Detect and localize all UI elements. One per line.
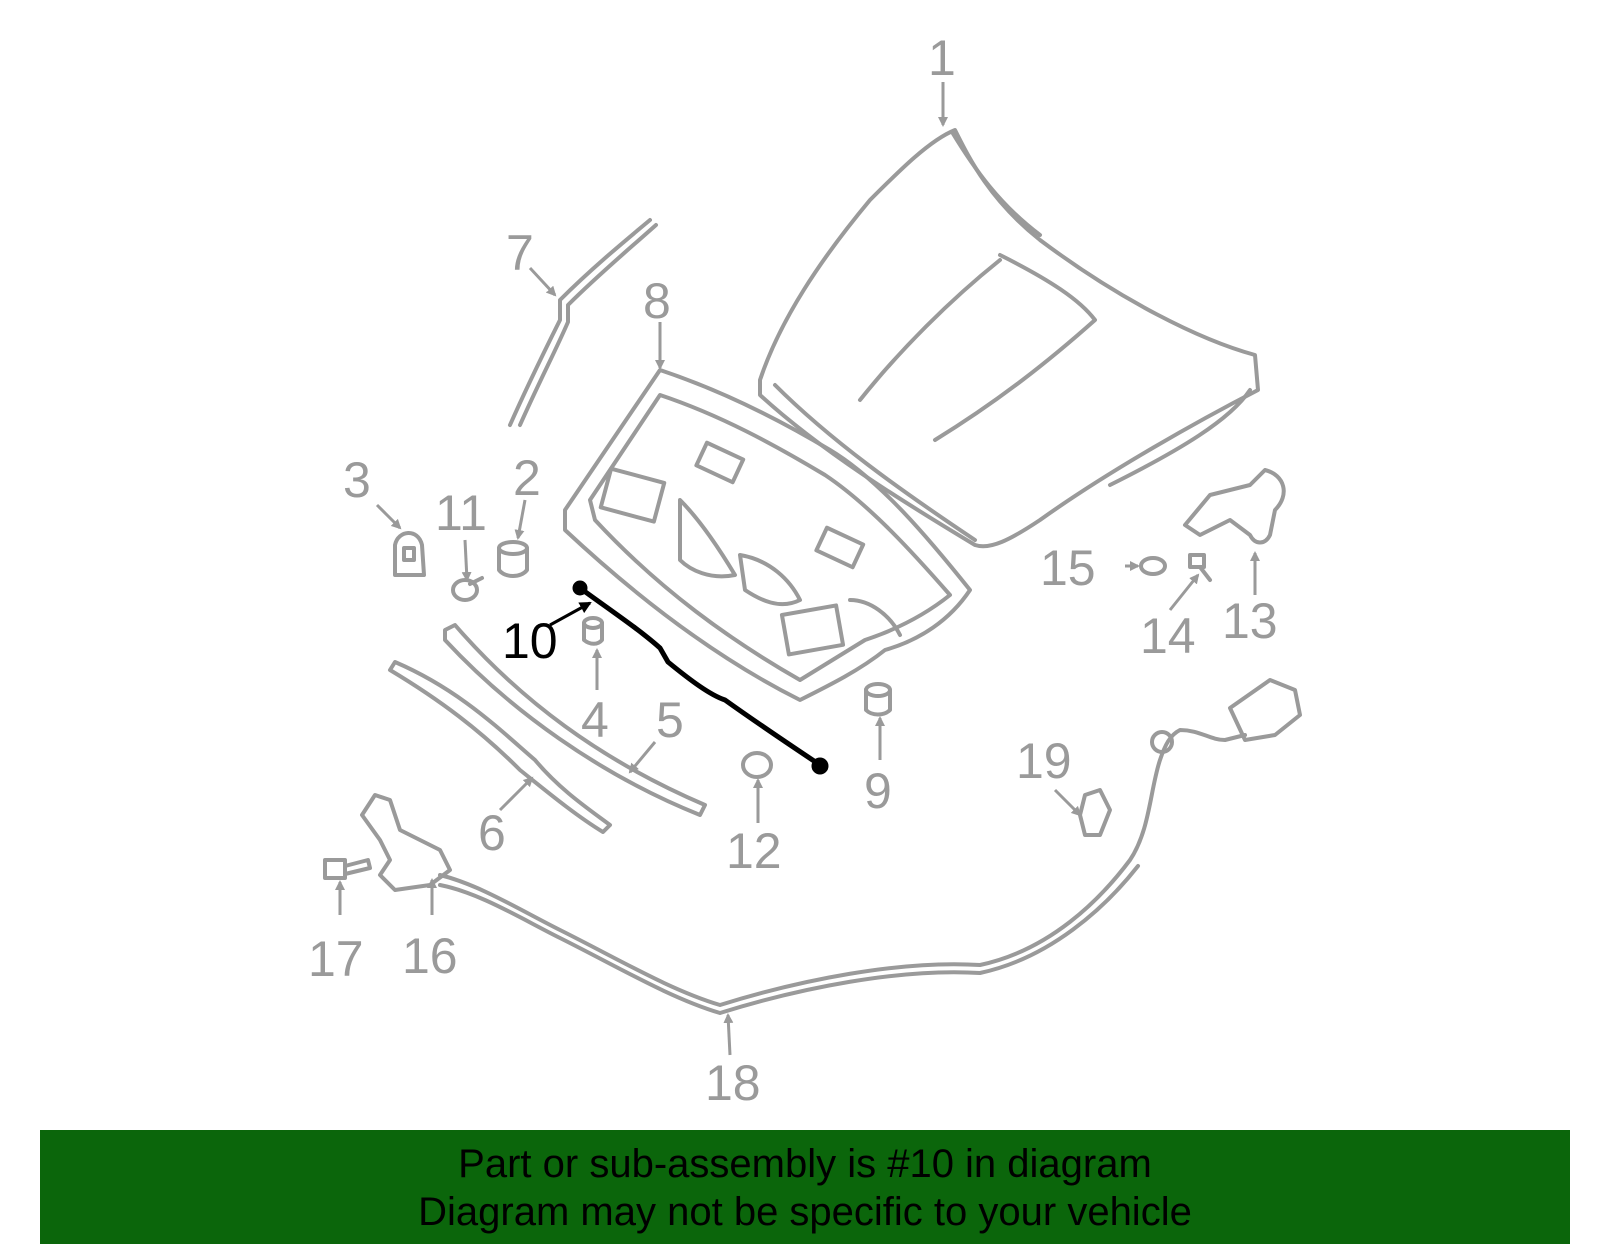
weatherstrip-part [508,218,658,427]
callout-12: 12 [726,823,782,879]
callout-labels: 1 7 8 3 2 11 4 5 6 9 12 15 14 13 19 17 1… [308,30,1278,1111]
parts-diagram: 1 7 8 3 2 11 4 5 6 9 12 15 14 13 19 17 1… [308,30,1302,1111]
retainer-11-part [451,576,484,602]
washer-15-part [1139,556,1167,576]
callout-17: 17 [308,931,364,987]
bumper-4-part [582,616,604,646]
side-seal-part [388,660,612,834]
info-banner: Part or sub-assembly is #10 in diagram D… [40,1130,1570,1244]
callout-8: 8 [643,273,671,329]
callout-9: 9 [864,763,892,819]
banner-line-1: Part or sub-assembly is #10 in diagram [458,1142,1152,1186]
callout-11: 11 [435,485,487,541]
bolt-17-part [323,858,372,880]
prop-rod-10-part [572,580,829,775]
hood-part [758,128,1260,549]
leader-arrow-10 [549,601,592,627]
latch-16-part [360,793,452,892]
leader-arrows [335,82,1260,1056]
callout-3: 3 [343,452,371,508]
callout-5: 5 [656,692,684,748]
plug-12-part [741,751,773,779]
callout-13: 13 [1222,593,1278,649]
callout-15: 15 [1040,540,1096,596]
clip-3-part [393,531,426,577]
bumper-9-part [864,682,892,717]
clip-19-part [1078,788,1112,837]
callout-7: 7 [506,225,534,281]
bolt-14-part [1188,553,1212,582]
callout-14: 14 [1140,608,1196,664]
callout-6: 6 [478,805,506,861]
callout-18: 18 [705,1055,761,1111]
release-cable-18-part [438,678,1302,1015]
callout-19: 19 [1016,733,1072,789]
hinge-13-part [1183,468,1286,545]
callout-16: 16 [402,928,458,984]
banner-line-2: Diagram may not be specific to your vehi… [418,1190,1192,1234]
front-seal-part [443,623,707,817]
callout-2: 2 [513,450,541,506]
callout-10: 10 [502,613,558,669]
bumper-2-part [497,540,529,578]
hood-insulator-part [563,368,972,702]
callout-1: 1 [928,30,956,86]
callout-4: 4 [581,692,609,748]
